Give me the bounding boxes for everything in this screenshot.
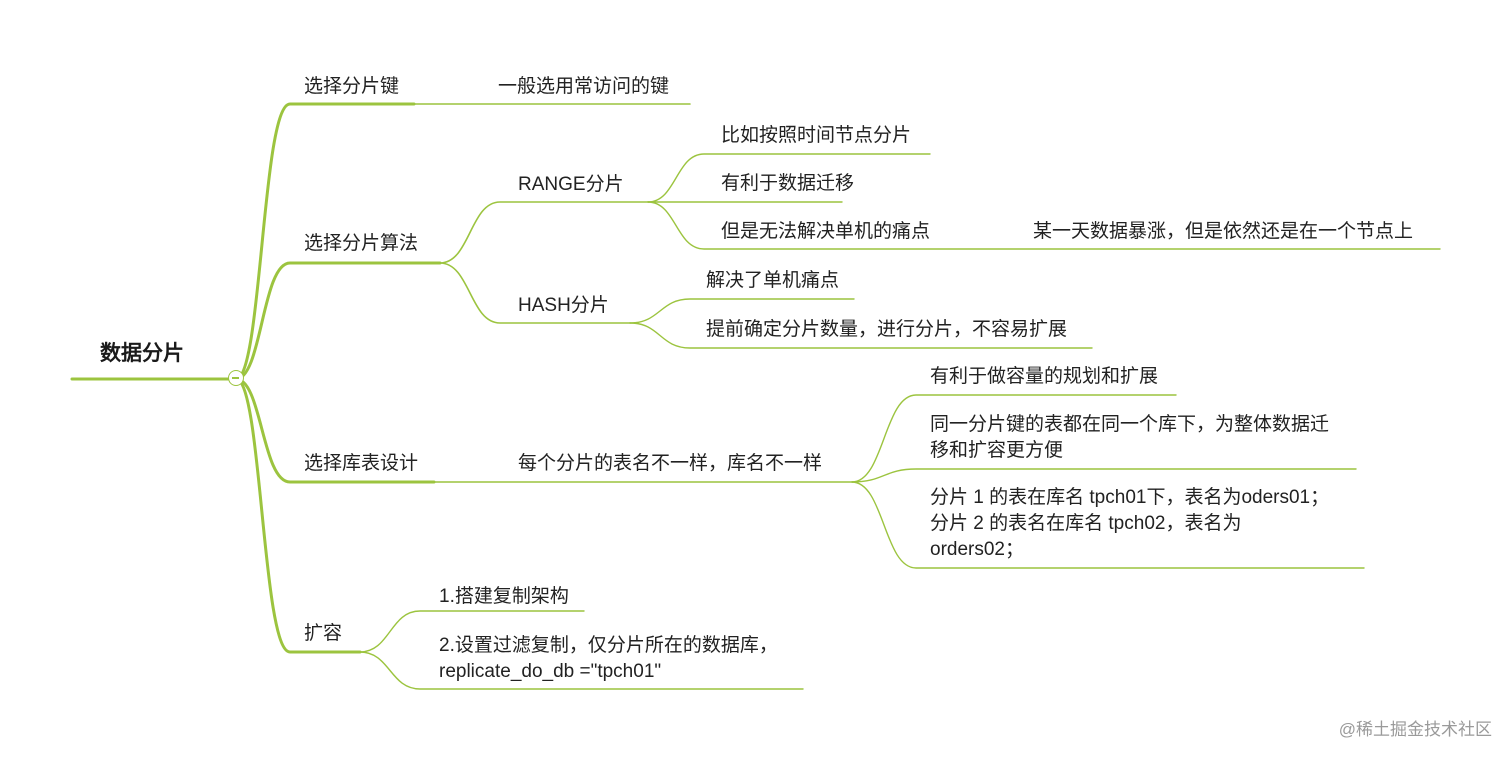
connector-hash-item-1 bbox=[629, 298, 855, 324]
node-table-item[interactable]: 有利于做容量的规划和扩展 bbox=[930, 366, 1159, 387]
connector-expansion bbox=[234, 377, 362, 654]
node-expansion-item-line: 2.设置过滤复制，仅分片所在的数据库， bbox=[439, 635, 778, 656]
watermark: @稀土掘金技术社区 bbox=[1338, 720, 1492, 739]
connector-hash bbox=[439, 262, 631, 324]
node-table-item-line: 同一分片键的表都在同一个库下，为整体数据迁 bbox=[930, 414, 1330, 435]
connector-table-item-3 bbox=[851, 481, 1365, 569]
node-expansion-item[interactable]: 2.设置过滤复制，仅分片所在的数据库， replicate_do_db ="tp… bbox=[439, 633, 778, 685]
connector-expansion-item-2 bbox=[359, 651, 804, 690]
node-table-design-sub[interactable]: 每个分片的表名不一样，库名不一样 bbox=[518, 453, 823, 474]
node-range-item[interactable]: 有利于数据迁移 bbox=[721, 173, 855, 194]
node-expansion[interactable]: 扩容 bbox=[304, 623, 343, 644]
node-hash[interactable]: HASH分片 bbox=[518, 295, 609, 316]
node-hash-item[interactable]: 解决了单机痛点 bbox=[706, 270, 840, 291]
connector-expansion-item-1 bbox=[359, 610, 585, 653]
connector-range-item-3 bbox=[647, 201, 1441, 250]
node-table-item[interactable]: 同一分片键的表都在同一个库下，为整体数据迁 移和扩容更方便 bbox=[930, 412, 1329, 464]
connector-hash-item-2 bbox=[629, 322, 1093, 349]
connector-table-item-1 bbox=[851, 394, 1177, 483]
node-table-design[interactable]: 选择库表设计 bbox=[304, 453, 419, 474]
node-shard-key[interactable]: 选择分片键 bbox=[304, 76, 400, 97]
connector-shard-key bbox=[234, 102, 416, 381]
node-range-pain-detail[interactable]: 某一天数据暴涨，但是依然还是在一个节点上 bbox=[1033, 221, 1414, 242]
connector-algorithm bbox=[234, 261, 442, 381]
node-range[interactable]: RANGE分片 bbox=[518, 174, 624, 195]
node-expansion-item-line: replicate_do_db ="tpch01" bbox=[439, 661, 662, 682]
node-table-item-line: 分片 1 的表在库名 tpch01下，表名为oders01； bbox=[930, 487, 1330, 508]
node-shard-key-note[interactable]: 一般选用常访问的键 bbox=[498, 76, 670, 97]
connector-table-design bbox=[234, 377, 436, 484]
collapse-toggle-icon[interactable] bbox=[228, 370, 244, 386]
node-range-item[interactable]: 比如按照时间节点分片 bbox=[721, 125, 912, 146]
node-expansion-item[interactable]: 1.搭建复制架构 bbox=[439, 586, 569, 607]
node-table-item-line: 移和扩容更方便 bbox=[930, 440, 1064, 461]
connector-range bbox=[439, 201, 649, 264]
node-algorithm[interactable]: 选择分片算法 bbox=[304, 233, 419, 254]
node-table-item[interactable]: 分片 1 的表在库名 tpch01下，表名为oders01； 分片 2 的表名在… bbox=[930, 485, 1329, 563]
node-table-item-line: 分片 2 的表名在库名 tpch02，表名为 bbox=[930, 513, 1242, 534]
node-table-item-line: orders02； bbox=[930, 539, 1024, 560]
connector-range-item-1 bbox=[647, 153, 931, 203]
connector-table-item-2 bbox=[851, 468, 1357, 483]
node-hash-item[interactable]: 提前确定分片数量，进行分片，不容易扩展 bbox=[706, 319, 1068, 340]
root-node[interactable]: 数据分片 bbox=[100, 342, 184, 365]
node-range-item[interactable]: 但是无法解决单机的痛点 bbox=[721, 221, 931, 242]
